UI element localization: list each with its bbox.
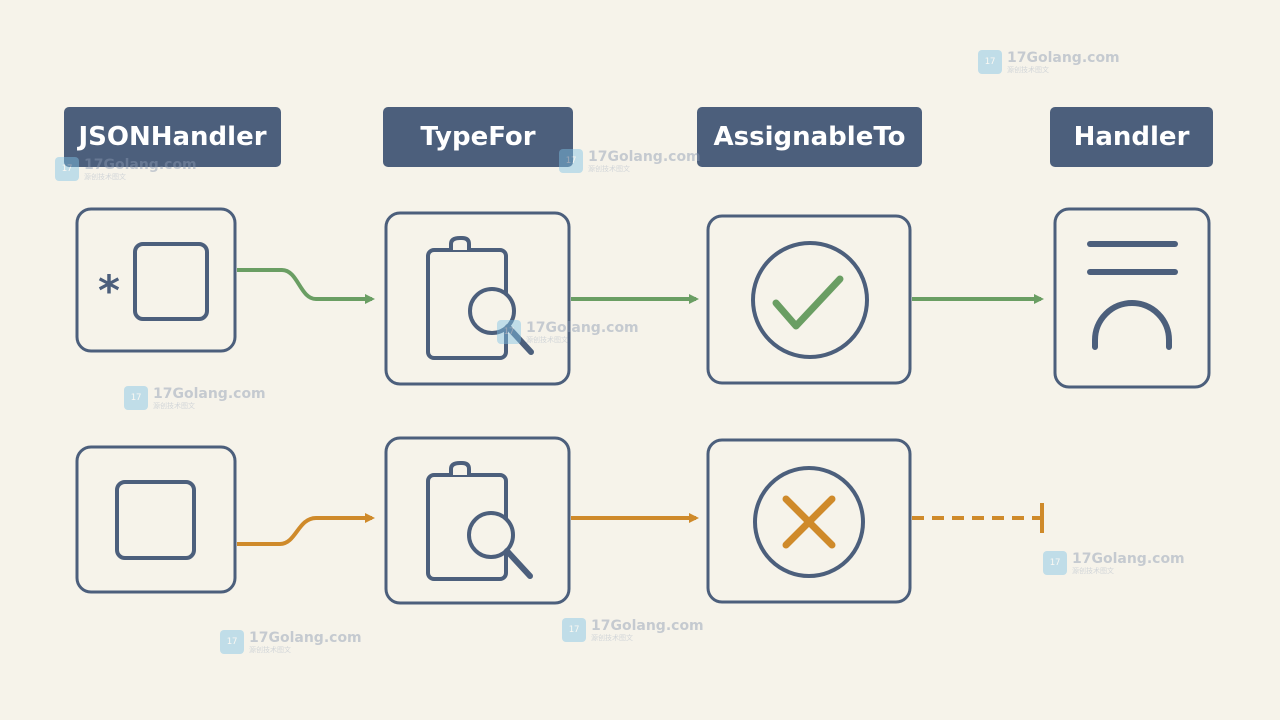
node-handler <box>1053 207 1211 389</box>
node-typefor-row1 <box>384 211 571 386</box>
header-json-handler: JSONHandler <box>64 107 281 167</box>
node-pointer-type: * <box>75 207 237 353</box>
inspect-type-icon <box>426 236 534 360</box>
header-assignable-to: AssignableTo <box>697 107 922 167</box>
check-circle-icon <box>751 241 869 359</box>
node-assignable-failure <box>706 438 912 604</box>
node-assignable-success <box>706 214 912 385</box>
connector-pointer-to-typefor <box>237 268 375 304</box>
inspect-type-icon <box>426 461 533 581</box>
blocked-dashed-connector <box>912 503 1044 533</box>
node-value-type <box>75 445 237 594</box>
handler-icon <box>1087 241 1178 350</box>
value-type-icon <box>115 480 196 560</box>
header-type-for: TypeFor <box>383 107 573 167</box>
connector-value-to-typefor <box>237 513 375 546</box>
node-typefor-row2 <box>384 436 571 605</box>
header-handler: Handler <box>1050 107 1213 167</box>
pointer-asterisk: * <box>98 266 120 315</box>
cross-circle-icon <box>753 466 865 578</box>
pointer-type-icon: * <box>98 242 209 321</box>
